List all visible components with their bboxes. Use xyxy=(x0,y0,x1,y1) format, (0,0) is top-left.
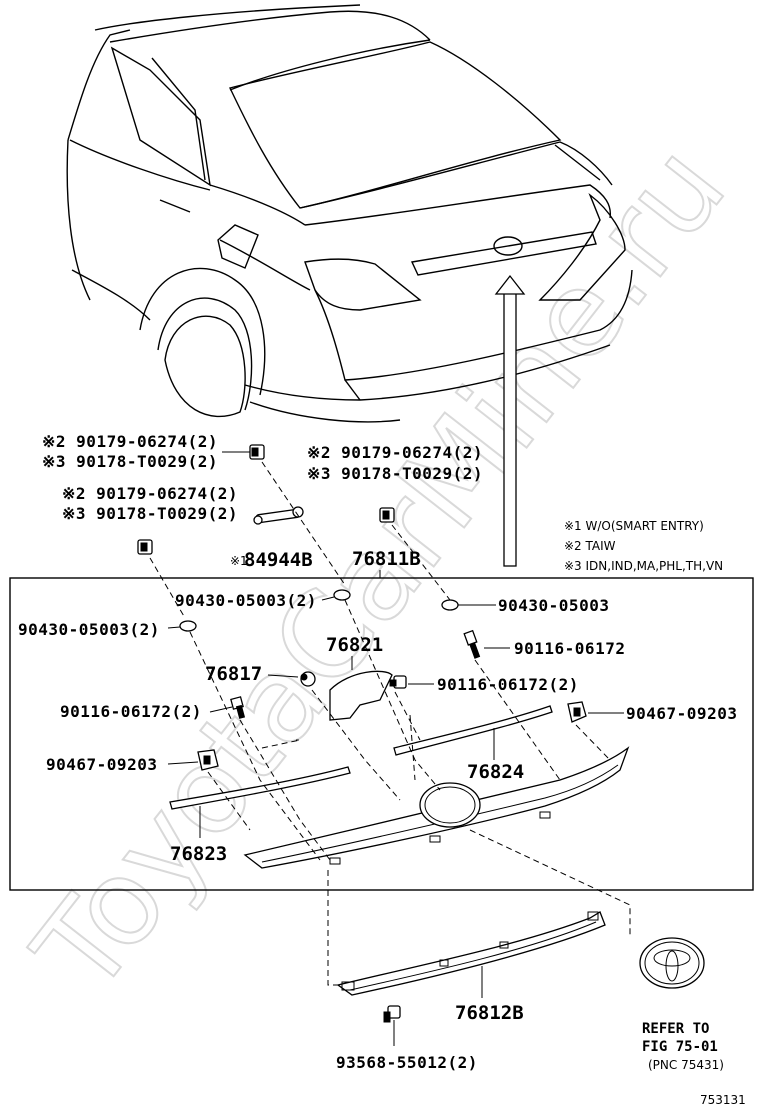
clip-90467-left xyxy=(167,749,219,771)
leader-bolt-right xyxy=(474,659,561,781)
label-plate-76821: 76821 xyxy=(326,634,383,656)
plate-76821 xyxy=(329,670,393,721)
leader-dash-box-right xyxy=(409,714,416,781)
refer-line-3: (PNC 75431) xyxy=(648,1058,724,1072)
bolt-left xyxy=(209,696,246,719)
leader-clip-center xyxy=(344,599,441,791)
label-part-76817: 76817 xyxy=(205,663,262,685)
label-bolt-left: 90116-06172(2) xyxy=(60,702,202,721)
car-rear-illustration xyxy=(66,4,633,423)
figure-number: 753131 xyxy=(700,1093,746,1107)
assembly-frame xyxy=(9,577,754,891)
refer-line-1: REFER TO xyxy=(642,1021,709,1037)
label-bolt-center: 90116-06172(2) xyxy=(437,675,579,694)
wire-harness-84944B xyxy=(253,506,304,525)
leader-nut-top-a xyxy=(261,461,346,586)
part-76817 xyxy=(267,671,316,687)
leader-dash-box-left xyxy=(261,739,301,749)
label-garnish-main: 76811B xyxy=(352,548,421,570)
leader-nut-left xyxy=(149,557,186,619)
note-regions: ※3 IDN,IND,MA,PHL,TH,VN xyxy=(564,559,723,573)
leader-nut-top-b xyxy=(391,524,451,601)
label-clip-left: 90430-05003(2) xyxy=(18,620,160,639)
label-harness: 84944B xyxy=(244,549,313,571)
label-molding-left: 76823 xyxy=(170,843,227,865)
screw-93568 xyxy=(383,1005,401,1046)
clip-center xyxy=(321,589,351,601)
molding-right-76824 xyxy=(393,705,553,756)
clip-90467-right xyxy=(567,701,624,723)
garnish-76812B xyxy=(336,911,606,996)
label-screw-lower: 93568-55012(2) xyxy=(336,1053,478,1072)
direction-arrow xyxy=(494,274,526,567)
label-nut-left-taiw: ※2 90179-06274(2) xyxy=(62,484,238,503)
leader-lower-left xyxy=(327,870,345,986)
label-nut-left-asia: ※3 90178-T0029(2) xyxy=(62,504,238,523)
label-garnish-lower: 76812B xyxy=(455,1002,524,1024)
garnish-76811B xyxy=(243,746,630,869)
label-clip-90467-right: 90467-09203 xyxy=(626,704,737,723)
bolt-right xyxy=(463,629,510,659)
clip-left xyxy=(167,620,197,632)
label-clip-90467-left: 90467-09203 xyxy=(46,755,157,774)
label-clip-center: 90430-05003(2) xyxy=(175,591,317,610)
nut-left xyxy=(137,539,153,555)
label-bolt-right: 90116-06172 xyxy=(514,639,625,658)
refer-line-2: FIG 75-01 xyxy=(642,1039,718,1055)
note-taiw: ※2 TAIW xyxy=(564,539,616,553)
clip-right xyxy=(441,599,496,611)
label-clip-right: 90430-05003 xyxy=(498,596,609,615)
bolt-center xyxy=(389,675,434,689)
leader-bolt-center xyxy=(394,691,421,741)
leader-part-76817 xyxy=(311,689,401,801)
label-nut-top-a-taiw: ※2 90179-06274(2) xyxy=(42,432,218,451)
leader-clip-right2 xyxy=(575,724,611,761)
leader-clip-left2 xyxy=(207,771,251,831)
leader-clip-left xyxy=(189,631,321,861)
nut-top-b xyxy=(379,507,395,523)
note-smart-entry: ※1 W/O(SMART ENTRY) xyxy=(564,519,704,533)
toyota-emblem-icon xyxy=(639,937,705,989)
harness-note-mark: ※1 xyxy=(230,554,248,568)
nut-top-a xyxy=(222,444,265,460)
label-molding-right: 76824 xyxy=(467,761,524,783)
leader-emblem xyxy=(469,829,631,935)
label-nut-top-b-taiw: ※2 90179-06274(2) xyxy=(307,443,483,462)
molding-left-76823 xyxy=(169,766,351,810)
label-nut-top-a-asia: ※3 90178-T0029(2) xyxy=(42,452,218,471)
label-nut-top-b-asia: ※3 90178-T0029(2) xyxy=(307,464,483,483)
